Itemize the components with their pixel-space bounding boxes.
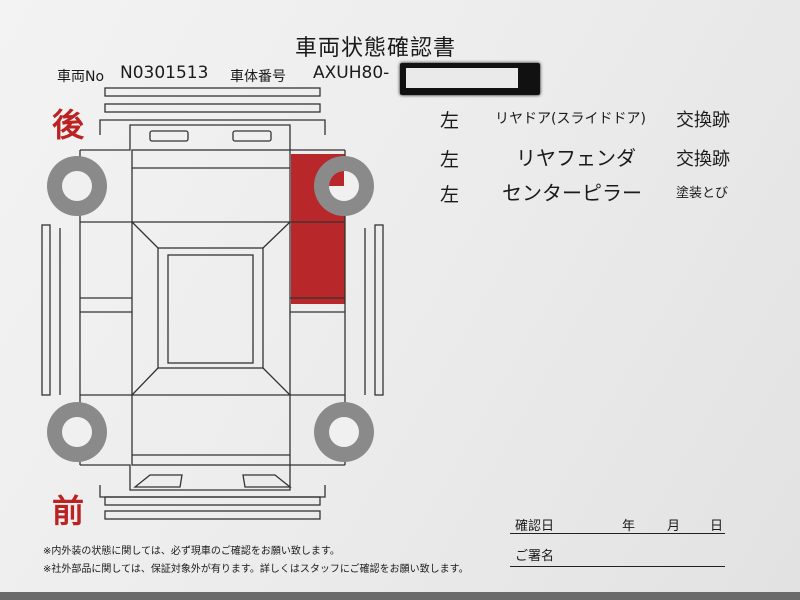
confirm-date-label: 確認日 [515, 519, 555, 534]
damage-part: センターピラー [502, 181, 642, 205]
front-marker: 前 [52, 492, 85, 530]
damage-side: 左 [440, 149, 460, 171]
chassis-label: 車体番号 [230, 69, 286, 85]
damage-status: 塗装とび [676, 186, 729, 201]
vehicle-no-label: 車両No [57, 69, 105, 85]
day-label: 日 [710, 519, 724, 534]
note-1: ※内外装の状態に関しては、必ず現車のご確認をお願い致します。 [43, 546, 340, 557]
damage-side: 左 [440, 110, 460, 132]
date-field-line[interactable] [510, 533, 725, 534]
year-label: 年 [622, 519, 636, 534]
damage-part: リヤフェンダ [516, 146, 636, 170]
damage-status: 交換跡 [676, 110, 730, 131]
month-label: 月 [667, 519, 681, 534]
redaction-block [400, 63, 540, 95]
damage-part: リヤドア(スライドドア) [495, 111, 646, 127]
document-title: 車両状態確認書 [295, 36, 457, 61]
rear-marker: 後 [52, 106, 85, 144]
chassis-no: AXUH80- [313, 63, 390, 83]
damage-side: 左 [440, 184, 460, 206]
signature-label: ご署名 [515, 549, 555, 564]
damage-status: 交換跡 [676, 149, 730, 170]
note-2: ※社外部品に関しては、保証対象外が有ります。詳しくはスタッフにご確認をお願い致し… [43, 564, 469, 575]
vehicle-no: N0301513 [120, 63, 209, 83]
signature-field-line[interactable] [510, 566, 725, 567]
table-edge [0, 592, 800, 600]
